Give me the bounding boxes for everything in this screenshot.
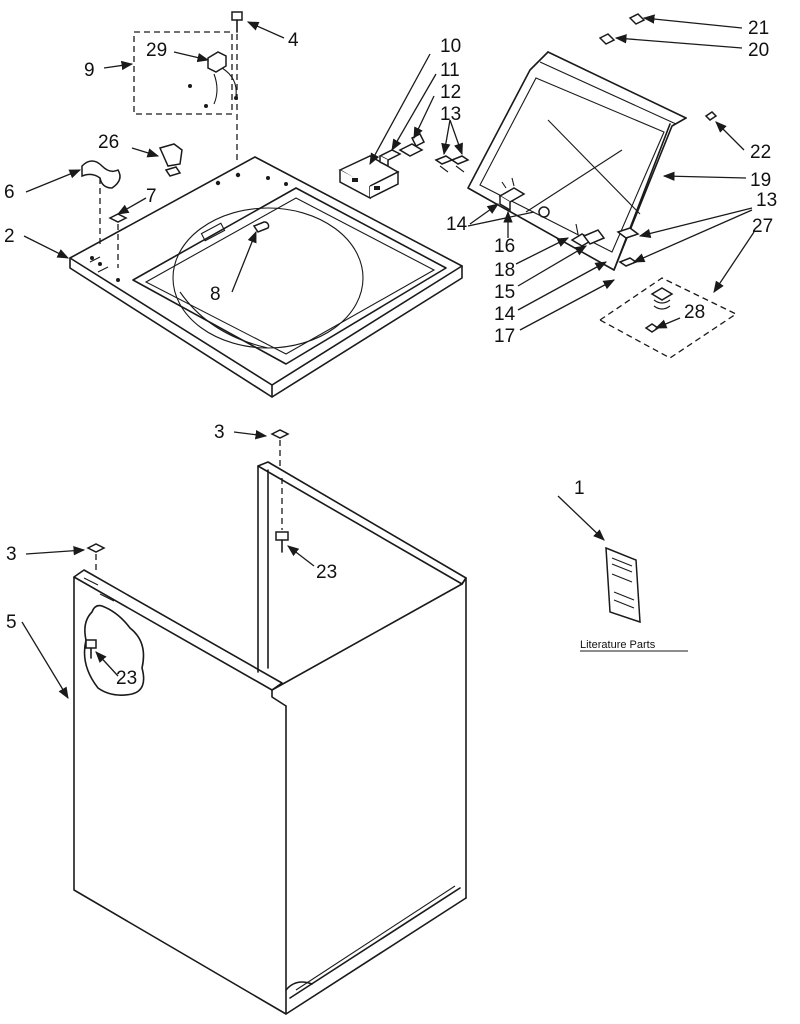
screw-22: [704, 111, 718, 121]
switch-29: [188, 51, 238, 108]
callout-28: 28: [684, 302, 705, 323]
callout-19: 19: [750, 170, 771, 191]
screw-23-front: [85, 639, 97, 659]
callout-18: 18: [494, 260, 515, 281]
callout-2: 2: [4, 226, 15, 247]
callout-15: 15: [494, 282, 515, 303]
callout-13-upper: 13: [440, 104, 461, 125]
callout-23-front: 23: [116, 668, 137, 689]
callout-21: 21: [748, 18, 769, 39]
callout-5: 5: [6, 612, 17, 633]
literature-parts-label: Literature Parts: [580, 639, 656, 651]
switch-11: [378, 149, 402, 168]
callout-17: 17: [494, 326, 515, 347]
callout-8: 8: [210, 284, 221, 305]
callout-4: 4: [288, 30, 299, 51]
leader-lines: [21, 14, 755, 700]
callout-3-rear: 3: [214, 422, 225, 443]
callout-1: 1: [574, 478, 585, 499]
latch-28: [644, 287, 674, 333]
bracket-6: [81, 160, 121, 248]
callout-22: 22: [750, 142, 771, 163]
callout-26: 26: [98, 132, 119, 153]
callout-12: 12: [440, 82, 461, 103]
cabinet: [73, 461, 467, 1015]
clip-26: [158, 143, 183, 177]
callout-23-rear: 23: [316, 562, 337, 583]
callout-14-lower: 14: [494, 304, 516, 325]
bumper-8: [252, 221, 270, 233]
callout-7: 7: [146, 186, 157, 207]
screw-4: [231, 11, 243, 160]
callout-16: 16: [494, 236, 515, 257]
callout-10: 10: [440, 36, 461, 57]
callout-29: 29: [146, 40, 167, 61]
hinge-pin-13b: [616, 227, 640, 267]
actuator-12: [398, 132, 426, 157]
callout-11: 11: [440, 60, 460, 81]
callout-numbers: 1 2 3 3 4 5 6 7 8 9 10 11 12 13 14 16 18…: [4, 18, 777, 689]
callout-3-front: 3: [6, 544, 17, 565]
callout-9: 9: [84, 60, 95, 81]
callout-14-upper: 14: [446, 214, 468, 235]
hinge-15-18: [570, 223, 606, 247]
screw-23-rear: [275, 478, 289, 553]
callout-6: 6: [4, 182, 15, 203]
literature-booklet: [605, 546, 641, 624]
latch-group-box: [598, 277, 738, 359]
lid: [467, 51, 687, 271]
callout-13-lower: 13: [756, 190, 777, 211]
stop-3-front: [86, 543, 106, 574]
hinge-14-16: [498, 177, 550, 218]
bumper-20-21: [598, 13, 646, 45]
switch-housing-10: [338, 155, 400, 200]
top-panel: [69, 156, 463, 398]
stop-3-rear: [270, 429, 290, 468]
callout-27: 27: [752, 216, 773, 237]
nut-7: [108, 213, 128, 268]
hinge-pins-13: [434, 155, 470, 173]
callout-20: 20: [748, 40, 769, 61]
